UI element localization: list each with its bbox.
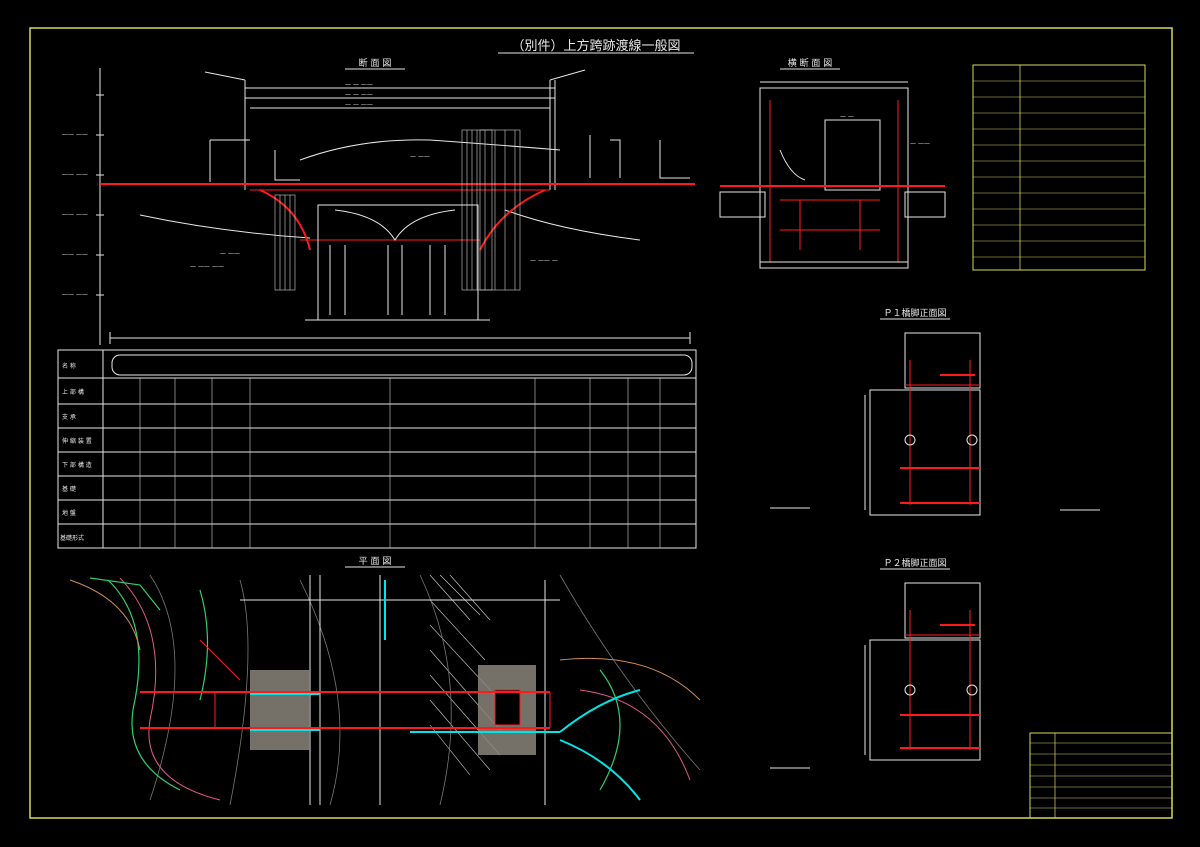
svg-text:— — ——: — — —— <box>345 101 373 108</box>
svg-text:— —: — — <box>840 113 854 120</box>
elevation-view: 断 面 図 —— —— —— —— —— —— —— —— —— —— — — ——… <box>62 57 695 345</box>
table-row-label: 名 称 <box>62 362 76 370</box>
spec-table: 名 称 上 部 構 支 承 伸 縮 装 置 下 部 構 造 基 礎 地 盤 基礎… <box>57 332 697 549</box>
drawing-title: （別件）上方跨跡渡線一般図 <box>511 38 680 54</box>
svg-text:—— ——: —— —— <box>62 171 88 178</box>
svg-text:—— ——: —— —— <box>62 251 88 258</box>
plan-view-title: 平 面 図 <box>359 556 392 567</box>
spec-box <box>972 64 1146 271</box>
pier-detail-p1-title: Ｐ１橋脚正面図 <box>883 307 946 319</box>
title-block <box>1029 732 1173 819</box>
svg-text:— ——: — —— <box>220 250 240 257</box>
cross-section-title: 横 断 面 図 <box>788 57 833 69</box>
drawing-frame <box>29 27 1173 819</box>
svg-text:— —— ——: — —— —— <box>190 263 224 270</box>
table-row-label: 支 承 <box>62 413 76 421</box>
svg-text:— ——: — —— <box>410 153 430 160</box>
svg-text:—— ——: —— —— <box>62 291 88 298</box>
elevation-view-title: 断 面 図 <box>359 57 392 69</box>
table-row-label: 伸 縮 装 置 <box>62 437 92 445</box>
plan-view: 平 面 図 <box>69 556 701 806</box>
table-row-label: 基 礎 <box>62 485 76 493</box>
table-row-label: 上 部 構 <box>62 388 84 396</box>
svg-text:— —— —: — —— — <box>530 257 558 264</box>
svg-text:—— ——: —— —— <box>62 131 88 138</box>
pier-detail-p2-title: Ｐ２橋脚正面図 <box>883 557 946 569</box>
table-row-label: 基礎形式 <box>60 534 84 542</box>
svg-text:— — ——: — — —— <box>345 81 373 88</box>
table-row-label: 下 部 構 造 <box>62 461 92 469</box>
svg-text:— ——: — —— <box>910 140 930 147</box>
table-row-label: 地 盤 <box>62 509 76 517</box>
pier-detail-p2: Ｐ２橋脚正面図 <box>770 557 981 769</box>
svg-text:— — ——: — — —— <box>345 91 373 98</box>
cross-section-view: 横 断 面 図 — —— — — <box>719 57 946 269</box>
svg-text:—— ——: —— —— <box>62 211 88 218</box>
pier-detail-p1: Ｐ１橋脚正面図 <box>770 307 1100 516</box>
